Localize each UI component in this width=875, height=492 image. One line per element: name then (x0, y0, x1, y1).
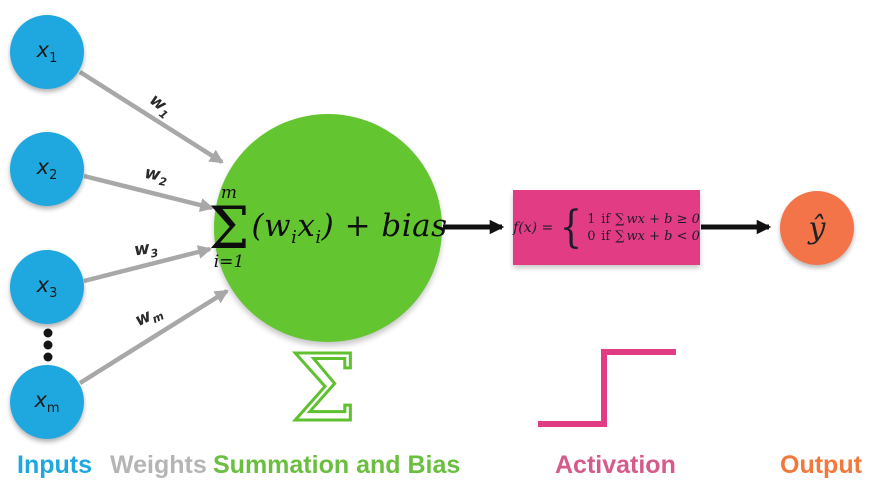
activation-case-2: 0 if ∑ wx + b < 0 (587, 228, 700, 244)
legend-output: Output (780, 451, 862, 479)
sigma-symbol: Σ (290, 335, 358, 442)
activation-box: f(x) = { 1 if ∑ wx + b ≥ 0 0 if ∑ wx + b… (513, 190, 700, 265)
input-node-xm: xm (10, 365, 84, 439)
summation-node (214, 114, 442, 342)
input-node-x1: x1 (10, 15, 84, 89)
step-function-curve (538, 349, 676, 427)
summation-expression: (wixi) + bias (251, 207, 448, 249)
activation-case-1: 1 if ∑ wx + b ≥ 0 (587, 211, 700, 227)
weight-arrow-1 (78, 70, 224, 164)
output-node-label: ŷ (808, 210, 826, 246)
ellipsis-dot (43, 340, 53, 350)
input-node-x2: x2 (10, 132, 84, 206)
sigma-upper-limit: m (220, 182, 238, 203)
ellipsis-dot (43, 352, 53, 362)
summation-formula: m Σ i=1 (wixi) + bias (208, 182, 448, 273)
legend-inputs: Inputs (17, 451, 92, 479)
legend-weights: Weights (110, 451, 207, 479)
weight-arrow-m (78, 289, 229, 385)
input-node-x3: x3 (10, 250, 84, 324)
input-node-x3-label: x3 (36, 272, 58, 302)
input-node-xm-label: xm (34, 387, 60, 417)
legend-summation: Summation and Bias (213, 451, 461, 479)
ellipsis-dot (43, 328, 53, 338)
weight-arrow-3 (83, 245, 213, 284)
weight-label-w2: w2 (142, 162, 168, 190)
input-node-x1-label: x1 (36, 37, 58, 67)
cases-brace: { (560, 201, 583, 253)
activation-cases: 1 if ∑ wx + b ≥ 0 0 if ∑ wx + b < 0 (587, 212, 700, 244)
legend-activation: Activation (555, 451, 676, 479)
output-node: ŷ (780, 191, 854, 265)
sigma-lower-limit: i=1 (213, 252, 245, 273)
weight-arrow-2 (83, 173, 215, 212)
weight-label-w3: w3 (132, 238, 160, 261)
input-node-x2-label: x2 (36, 154, 58, 184)
sigma-with-limits: m Σ i=1 (208, 182, 250, 273)
activation-function-lhs: f(x) = (513, 219, 554, 236)
sigma-operator: Σ (208, 193, 250, 262)
